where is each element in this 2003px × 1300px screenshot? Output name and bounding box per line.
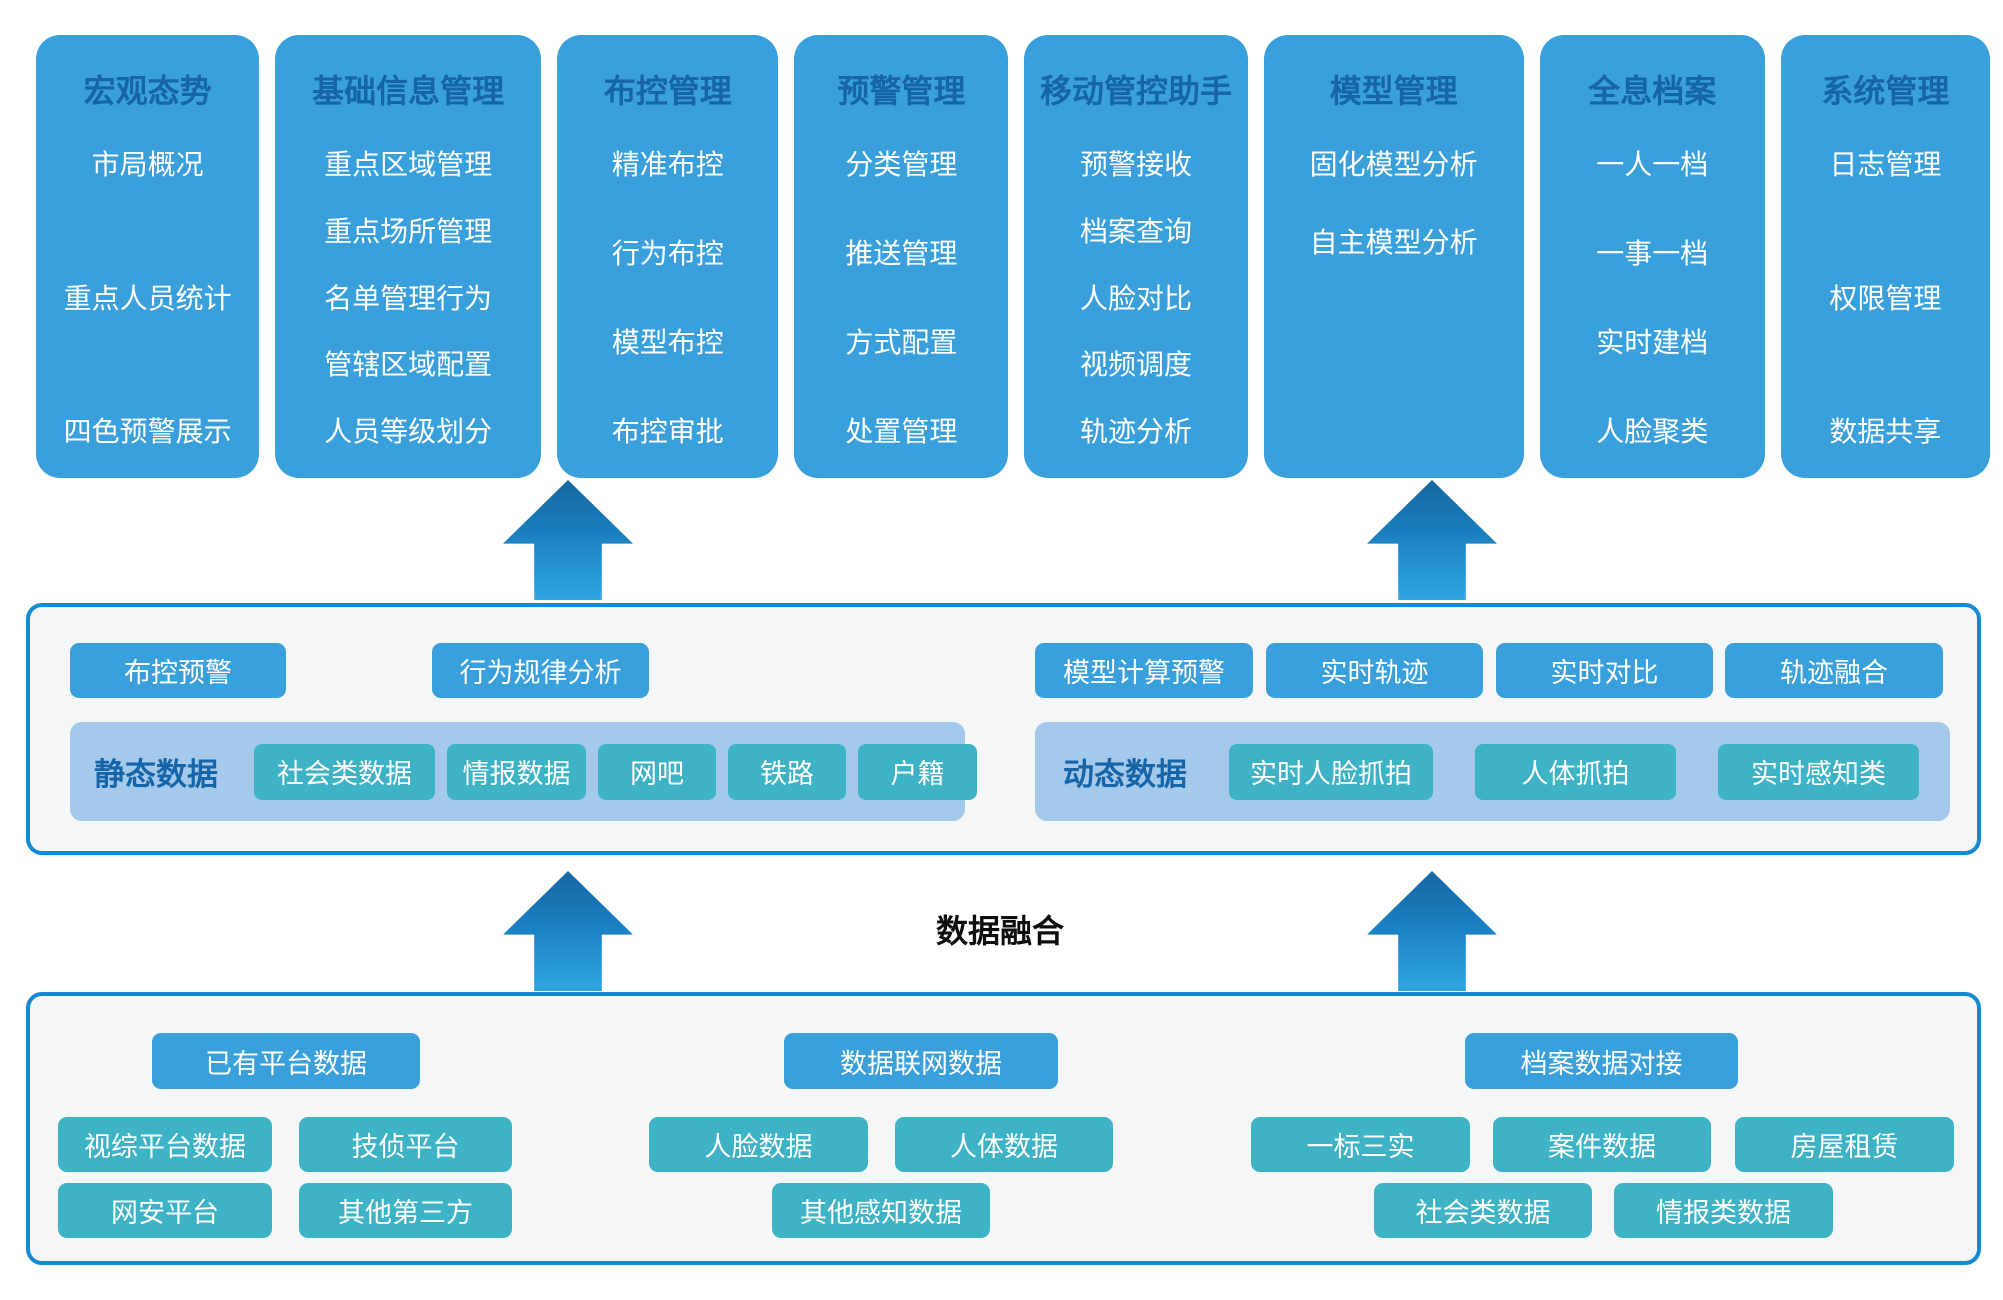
up-arrow-icon — [503, 871, 633, 991]
module-item-list: 固化模型分析 自主模型分析 — [1272, 149, 1516, 456]
source-item: 人脸数据 — [649, 1117, 868, 1172]
analysis-button: 布控预警 — [70, 643, 286, 698]
source-item: 情报类数据 — [1614, 1183, 1833, 1238]
dynamic-data-label: 动态数据 — [1063, 757, 1187, 792]
module-item-list: 日志管理 权限管理 数据共享 — [1789, 149, 1982, 456]
module-title: 宏观态势 — [83, 73, 212, 109]
module-title: 移动管控助手 — [1039, 73, 1232, 109]
module-item: 精准布控 — [611, 149, 724, 180]
analysis-button: 轨迹融合 — [1725, 643, 1943, 698]
column-macro-situation: 宏观态势 市局概况 重点人员统计 四色预警展示 — [36, 35, 260, 478]
column-holographic-archive: 全息档案 一人一档 一事一档 实时建档 人脸聚类 — [1539, 35, 1765, 478]
module-item-list: 分类管理 推送管理 方式配置 处置管理 — [802, 149, 1000, 456]
module-title: 布控管理 — [603, 73, 732, 109]
source-layer: 已有平台数据 视综平台数据 技侦平台 网安平台 其他第三方 数据联网数据 人脸数… — [26, 992, 1981, 1265]
source-group-header: 已有平台数据 — [152, 1033, 420, 1089]
module-item: 轨迹分析 — [1079, 416, 1192, 447]
column-surveillance-mgmt: 布控管理 精准布控 行为布控 模型布控 布控审批 — [557, 35, 779, 478]
module-item: 一人一档 — [1596, 149, 1709, 180]
column-system-mgmt: 系统管理 日志管理 权限管理 数据共享 — [1780, 35, 1990, 478]
column-mobile-assistant: 移动管控助手 预警接收 档案查询 人脸对比 视频调度 轨迹分析 — [1024, 35, 1248, 478]
module-item: 处置管理 — [845, 416, 958, 447]
dynamic-data-item: 实时感知类 — [1718, 743, 1919, 800]
module-title: 基础信息管理 — [312, 73, 505, 109]
module-item: 档案查询 — [1079, 215, 1192, 247]
module-item: 视频调度 — [1079, 349, 1192, 381]
source-item: 案件数据 — [1493, 1117, 1711, 1172]
module-item: 数据共享 — [1829, 416, 1942, 447]
module-item: 人脸聚类 — [1596, 416, 1709, 447]
dynamic-data-item: 实时人脸抓拍 — [1229, 743, 1433, 800]
module-item: 行为布控 — [611, 238, 724, 269]
module-item: 人员等级划分 — [324, 416, 493, 447]
module-item: 名单管理行为 — [324, 282, 493, 314]
module-item: 重点场所管理 — [324, 215, 493, 247]
analysis-button: 实时轨迹 — [1266, 643, 1483, 698]
source-item: 技侦平台 — [299, 1117, 512, 1172]
analysis-button: 实时对比 — [1496, 643, 1713, 698]
module-item: 实时建档 — [1596, 327, 1709, 358]
module-item-list: 预警接收 档案查询 人脸对比 视频调度 轨迹分析 — [1032, 149, 1239, 456]
module-item: 管辖区域配置 — [324, 349, 493, 381]
module-item: 重点区域管理 — [324, 149, 493, 180]
module-item-list: 重点区域管理 重点场所管理 名单管理行为 管辖区域配置 人员等级划分 — [283, 149, 533, 456]
module-item: 固化模型分析 — [1309, 149, 1478, 180]
module-item: 预警接收 — [1079, 149, 1192, 180]
module-title: 全息档案 — [1588, 73, 1717, 109]
module-title: 预警管理 — [837, 73, 966, 109]
module-item: 人脸对比 — [1079, 282, 1192, 314]
analysis-layer: 布控预警 行为规律分析 模型计算预警 实时轨迹 实时对比 轨迹融合 静态数据 社… — [26, 603, 1981, 855]
static-data-item: 情报数据 — [447, 743, 586, 800]
module-title: 系统管理 — [1821, 73, 1950, 109]
up-arrow-icon — [1367, 480, 1497, 600]
source-item: 其他第三方 — [299, 1183, 512, 1238]
module-item-list: 精准布控 行为布控 模型布控 布控审批 — [565, 149, 770, 456]
up-arrow-icon — [1367, 871, 1497, 991]
module-item: 分类管理 — [845, 149, 958, 180]
source-item: 一标三实 — [1251, 1117, 1470, 1172]
module-item-list: 市局概况 重点人员统计 四色预警展示 — [44, 149, 251, 456]
analysis-button: 行为规律分析 — [432, 643, 649, 698]
static-data-strip: 静态数据 社会类数据 情报数据 网吧 铁路 户籍 — [70, 722, 977, 821]
module-item: 四色预警展示 — [63, 416, 232, 447]
source-group-header: 档案数据对接 — [1465, 1033, 1738, 1089]
module-item: 一事一档 — [1596, 238, 1709, 269]
module-item: 方式配置 — [845, 327, 958, 358]
module-item: 布控审批 — [611, 416, 724, 447]
module-title: 模型管理 — [1329, 73, 1458, 109]
source-item: 房屋租赁 — [1735, 1117, 1954, 1172]
source-item: 人体数据 — [895, 1117, 1113, 1172]
static-data-item: 铁路 — [728, 743, 846, 800]
module-item: 重点人员统计 — [63, 282, 232, 314]
column-basic-info-mgmt: 基础信息管理 重点区域管理 重点场所管理 名单管理行为 管辖区域配置 人员等级划… — [275, 35, 541, 478]
column-model-mgmt: 模型管理 固化模型分析 自主模型分析 — [1263, 35, 1524, 478]
analysis-button: 模型计算预警 — [1035, 643, 1253, 698]
module-item: 市局概况 — [91, 149, 204, 180]
up-arrow-icon — [503, 480, 633, 600]
module-item: 模型布控 — [611, 327, 724, 358]
module-item: 推送管理 — [845, 238, 958, 269]
module-item: 自主模型分析 — [1309, 227, 1478, 258]
source-item: 网安平台 — [58, 1183, 272, 1238]
dynamic-data-strip: 动态数据 实时人脸抓拍 人体抓拍 实时感知类 — [1035, 722, 1950, 821]
module-item: 权限管理 — [1829, 282, 1942, 314]
application-layer: 宏观态势 市局概况 重点人员统计 四色预警展示 基础信息管理 重点区域管理 重点… — [36, 35, 1990, 478]
source-item: 社会类数据 — [1374, 1183, 1592, 1238]
module-item-list: 一人一档 一事一档 实时建档 人脸聚类 — [1548, 149, 1757, 456]
column-alert-mgmt: 预警管理 分类管理 推送管理 方式配置 处置管理 — [794, 35, 1009, 478]
data-fusion-label: 数据融合 — [935, 913, 1064, 949]
source-item: 其他感知数据 — [772, 1183, 990, 1238]
module-item: 日志管理 — [1829, 149, 1942, 180]
static-data-label: 静态数据 — [94, 757, 218, 792]
static-data-item: 户籍 — [858, 743, 977, 800]
dynamic-data-item: 人体抓拍 — [1475, 743, 1676, 800]
source-group-header: 数据联网数据 — [784, 1033, 1058, 1089]
source-item: 视综平台数据 — [58, 1117, 272, 1172]
static-data-item: 网吧 — [598, 743, 716, 800]
static-data-item: 社会类数据 — [254, 743, 435, 800]
